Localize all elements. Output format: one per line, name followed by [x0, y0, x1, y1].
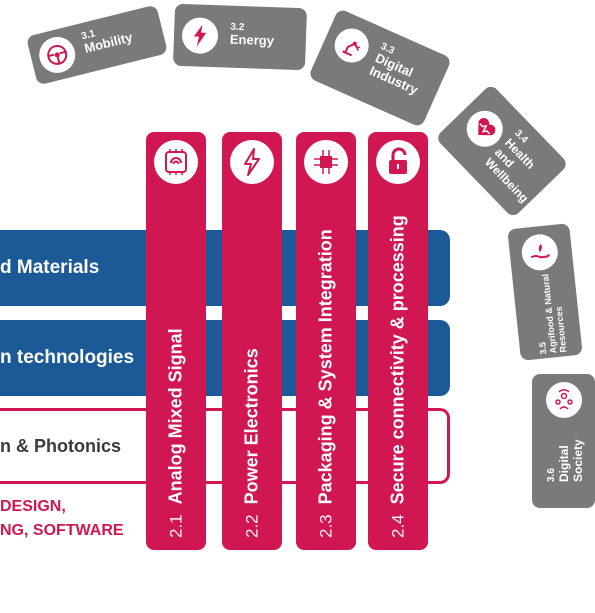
column-title: Secure connectivity & processing	[387, 215, 408, 505]
column-number: 2.3	[316, 514, 336, 538]
robot-arm-icon	[329, 23, 375, 68]
column-analog-mixed-signal: 2.1 Analog Mixed Signal	[146, 132, 206, 550]
circuit-chip-icon	[304, 140, 348, 184]
technologies-bar-label: n technologies	[0, 347, 135, 368]
tile-mobility: 3.1 Mobility	[25, 4, 169, 86]
lightning-icon	[181, 16, 219, 55]
column-packaging-system-integration: 2.3 Packaging & System Integration	[296, 132, 356, 550]
open-lock-icon	[376, 140, 420, 184]
tile-agrifood: 3.5 Agrifood & Natural Resources	[507, 223, 583, 361]
column-title: Analog Mixed Signal	[165, 328, 186, 505]
lightning-icon	[230, 140, 274, 184]
column-label: 2.4 Secure connectivity & processing	[388, 215, 409, 538]
tile-digital-industry: 3.3 Digital Industry	[307, 8, 453, 128]
chip-wireless-icon	[154, 140, 198, 184]
plant-hand-icon	[520, 232, 560, 273]
photonics-bar-label: n & Photonics	[0, 435, 121, 456]
tile-number: 3.6	[546, 468, 557, 482]
design-text-line1: DESIGN,	[0, 498, 66, 515]
column-number: 2.1	[166, 514, 186, 538]
column-label: 2.1 Analog Mixed Signal	[166, 328, 187, 538]
design-text-line2: NG, SOFTWARE	[0, 522, 124, 539]
heart-pulse-icon	[459, 103, 511, 155]
column-power-electronics: 2.2 Power Electronics	[222, 132, 282, 550]
materials-bar-label: d Materials	[0, 257, 100, 278]
column-number: 2.2	[242, 514, 262, 538]
column-label: 2.2 Power Electronics	[242, 348, 263, 538]
design-software-text: DESIGN, NG, SOFTWARE	[0, 495, 124, 543]
tile-energy: 3.2 Energy	[172, 3, 308, 71]
column-label: 2.3 Packaging & System Integration	[316, 229, 337, 538]
people-network-icon	[546, 382, 582, 418]
column-secure-connectivity: 2.4 Secure connectivity & processing	[368, 132, 428, 550]
steering-wheel-icon	[35, 33, 80, 77]
tile-name: Digital Society	[557, 439, 585, 482]
tile-name: Health and Wellbeing	[481, 135, 538, 206]
tile-health-wellbeing: 3.4 Health and Wellbeing	[435, 83, 569, 219]
tile-digital-society: 3.6 Digital Society	[532, 374, 595, 508]
column-number: 2.4	[388, 514, 408, 538]
column-title: Packaging & System Integration	[315, 229, 336, 505]
tile-name: Energy	[229, 31, 275, 49]
column-title: Power Electronics	[241, 348, 262, 505]
